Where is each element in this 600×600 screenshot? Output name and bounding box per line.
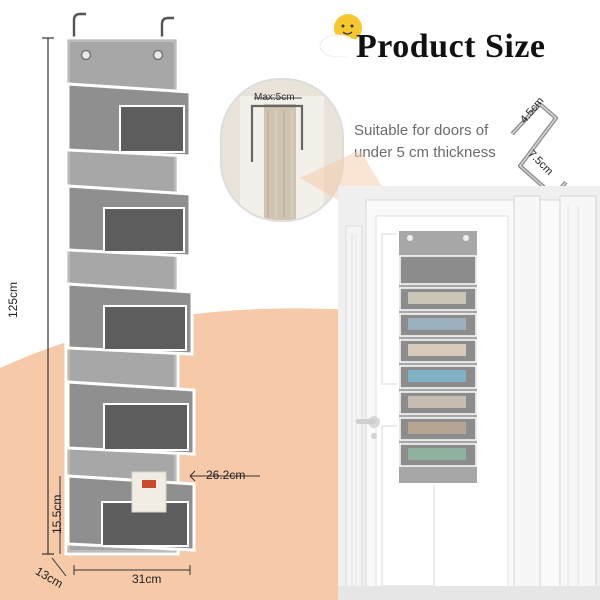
height-dimension-label: 125cm: [6, 281, 20, 318]
pocket-width-label: 26.2cm: [206, 468, 246, 482]
suitability-line-2: under 5 cm thickness: [354, 144, 496, 161]
pocket-height-label: 15.5cm: [50, 494, 64, 534]
organizer-pocket: [66, 380, 196, 456]
suitability-text: Suitable for doors of under 5 cm thickne…: [354, 120, 514, 164]
door-edge-illustration: [240, 96, 324, 220]
organizer-pocket: [66, 184, 192, 258]
width-label: 31cm: [132, 572, 162, 586]
organizer-pocket: [66, 471, 196, 552]
door-scene: [338, 186, 600, 600]
organizer-pocket: [66, 82, 192, 158]
organizer-pocket: [66, 282, 194, 356]
page-title: Product Size: [356, 28, 546, 65]
sun-cloud-icon: [319, 14, 365, 58]
max-thickness-label: Max:5cm: [254, 92, 295, 103]
door-thickness-closeup: [220, 78, 344, 222]
organizer-front-view: [42, 12, 260, 577]
suitability-line-1: Suitable for doors of: [354, 122, 489, 139]
